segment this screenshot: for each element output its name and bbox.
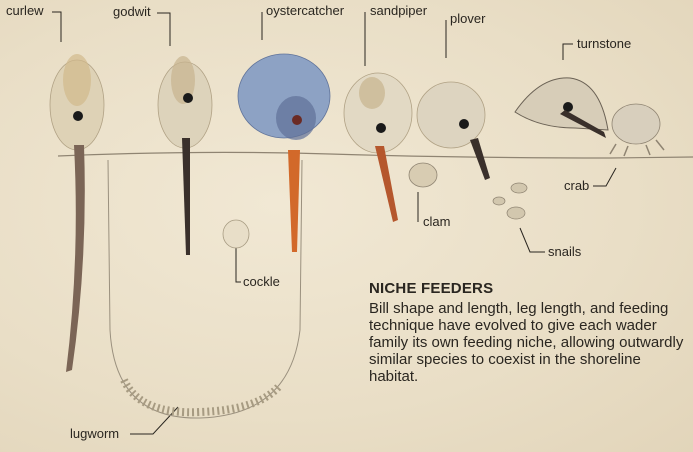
- label-clam: clam: [423, 215, 450, 228]
- caption-title: NICHE FEEDERS: [369, 280, 689, 297]
- godwit-bird: [158, 56, 212, 255]
- label-cockle: cockle: [243, 275, 280, 288]
- clam-shell: [409, 163, 437, 187]
- label-snails: snails: [548, 245, 581, 258]
- snails: [493, 183, 527, 219]
- label-sandpiper: sandpiper: [370, 4, 427, 17]
- label-turnstone: turnstone: [577, 37, 631, 50]
- label-oystercatcher: oystercatcher: [266, 4, 344, 17]
- caption-block: NICHE FEEDERS Bill shape and length, leg…: [369, 280, 689, 385]
- lugworm-burrow: [108, 160, 302, 418]
- sandpiper-bird: [344, 73, 412, 222]
- turnstone-bird: [515, 78, 608, 138]
- cockle-shell: [223, 220, 249, 248]
- label-lugworm: lugworm: [70, 427, 119, 440]
- caption-body: Bill shape and length, leg length, and f…: [369, 300, 689, 385]
- label-crab: crab: [564, 179, 589, 192]
- label-curlew: curlew: [6, 4, 44, 17]
- label-plover: plover: [450, 12, 485, 25]
- label-godwit: godwit: [113, 5, 151, 18]
- curlew-bird: [50, 54, 104, 372]
- crab: [610, 104, 664, 156]
- lugworm: [124, 380, 280, 412]
